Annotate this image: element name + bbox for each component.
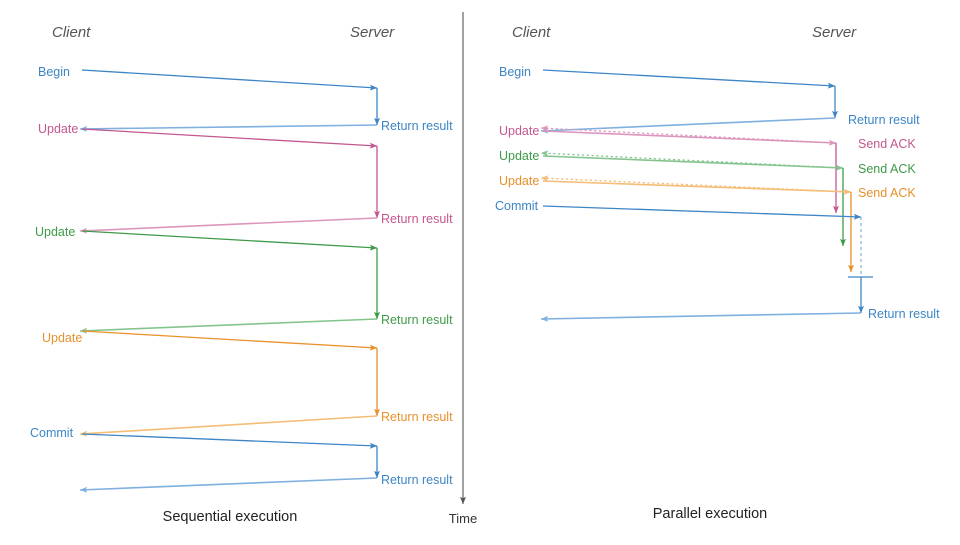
request-arrow-update-2-sequential [81, 230, 378, 251]
request-label-update-3-sequential: Update [42, 331, 82, 345]
panel-caption-sequential: Sequential execution [163, 509, 298, 525]
request-label-begin-parallel: Begin [499, 65, 531, 79]
response-label-update-1-sequential: Return result [381, 212, 453, 226]
actor-label-server-sequential: Server [350, 24, 395, 41]
response-label-begin-parallel: Return result [848, 113, 920, 127]
request-label-begin-sequential: Begin [38, 65, 70, 79]
time-axis-label: Time [449, 511, 477, 526]
request-label-update-2-parallel: Update [499, 149, 539, 163]
request-label-update-2-sequential: Update [35, 225, 75, 239]
actor-label-client-sequential: Client [52, 24, 91, 41]
actor-label-client-parallel: Client [512, 24, 551, 41]
request-arrow-commit-sequential [81, 433, 378, 449]
request-label-update-1-sequential: Update [38, 122, 78, 136]
response-label-update-2-parallel: Send ACK [858, 162, 916, 176]
response-label-update-1-parallel: Send ACK [858, 137, 916, 151]
response-label-commit-sequential: Return result [381, 473, 453, 487]
response-label-update-3-parallel: Send ACK [858, 186, 916, 200]
response-arrow-begin-parallel [540, 117, 836, 134]
request-arrow-update-3-sequential [81, 330, 378, 351]
ack-arrow-update-2-parallel [540, 150, 844, 169]
request-arrow-begin-parallel [542, 69, 836, 89]
ack-arrow-update-1-parallel [540, 125, 837, 144]
response-arrow-begin-sequential [79, 124, 378, 132]
request-label-commit-sequential: Commit [30, 426, 74, 440]
request-label-update-1-parallel: Update [499, 124, 539, 138]
request-arrow-begin-sequential [81, 69, 378, 91]
response-label-begin-sequential: Return result [381, 119, 453, 133]
response-label-update-2-sequential: Return result [381, 313, 453, 327]
response-arrow-commit-sequential [79, 477, 378, 493]
request-label-commit-parallel: Commit [495, 199, 539, 213]
response-arrow-update-1-sequential [79, 217, 378, 234]
actor-label-server-parallel: Server [812, 24, 857, 41]
response-label-update-3-sequential: Return result [381, 410, 453, 424]
response-arrow-commit-parallel [540, 312, 862, 322]
request-label-update-3-parallel: Update [499, 174, 539, 188]
response-arrow-update-2-sequential [79, 318, 378, 334]
panel-caption-parallel: Parallel execution [653, 506, 767, 522]
request-arrow-commit-parallel [542, 205, 862, 220]
response-label-commit-parallel: Return result [868, 307, 940, 321]
response-arrow-update-3-sequential [79, 415, 378, 437]
request-arrow-update-1-sequential [81, 128, 378, 149]
ack-arrow-update-3-parallel [540, 175, 852, 193]
request-arrow-update-3-parallel [542, 180, 852, 195]
